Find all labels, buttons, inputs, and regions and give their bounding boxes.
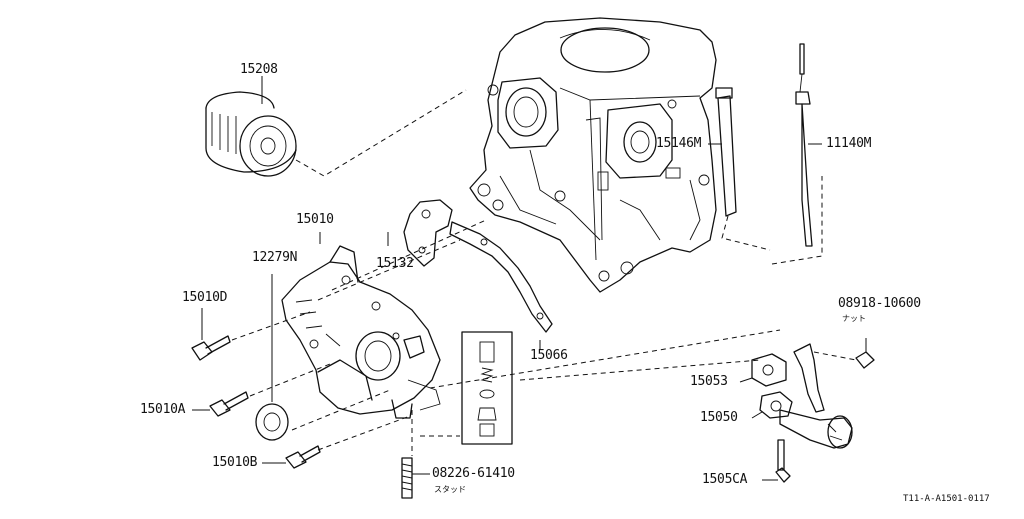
label-dipstick-guide[interactable]: 15146M [656, 136, 702, 151]
label-dipstick[interactable]: 11140M [826, 136, 872, 151]
bolt-15010b-drawing [262, 445, 321, 469]
label-oil-pump-assy[interactable]: 15010 [296, 212, 334, 227]
pump-seal-drawing [255, 274, 289, 441]
label-gasket-15132[interactable]: 15132 [376, 256, 414, 271]
label-nut-note: ナット [842, 314, 866, 323]
label-pump-seal[interactable]: 12279N [252, 250, 298, 265]
bolt-15010a-drawing [192, 391, 249, 417]
stud-drawing [401, 457, 430, 499]
label-bolt-15010b[interactable]: 15010B [212, 455, 258, 470]
label-gasket-15066[interactable]: 15066 [530, 348, 568, 363]
strainer-to-block-leader [429, 329, 781, 389]
label-stud-note: スタッド [434, 485, 466, 494]
filter-to-block-leader [295, 89, 467, 177]
gasket-15132-drawing [387, 199, 453, 267]
label-stud[interactable]: 08226-61410 [432, 466, 515, 481]
pump-to-block-leader [231, 219, 487, 456]
gasket-15066-drawing [449, 221, 553, 350]
bolt-15010d-drawing [191, 308, 231, 361]
label-bolt-15010a[interactable]: 15010A [140, 402, 186, 417]
dipstick-drawing [771, 43, 823, 265]
label-nut[interactable]: 08918-10600 [838, 296, 921, 311]
oil-filter-drawing [205, 76, 297, 177]
relief-valve-kit [461, 331, 513, 445]
label-gasket-15053[interactable]: 15053 [690, 374, 728, 389]
oil-pump-drawing [281, 232, 441, 419]
label-oil-filter[interactable]: 15208 [240, 62, 278, 77]
label-bolt-1505ca[interactable]: 1505CA [702, 472, 748, 487]
label-bolt-15010d[interactable]: 15010D [182, 290, 228, 305]
engine-block [469, 17, 717, 293]
strainer-drawing [739, 338, 875, 483]
figure-reference-code: T11-A-A1501-0117 [903, 494, 990, 504]
label-strainer[interactable]: 15050 [700, 410, 738, 425]
dipstick-guide-drawing [708, 87, 771, 251]
